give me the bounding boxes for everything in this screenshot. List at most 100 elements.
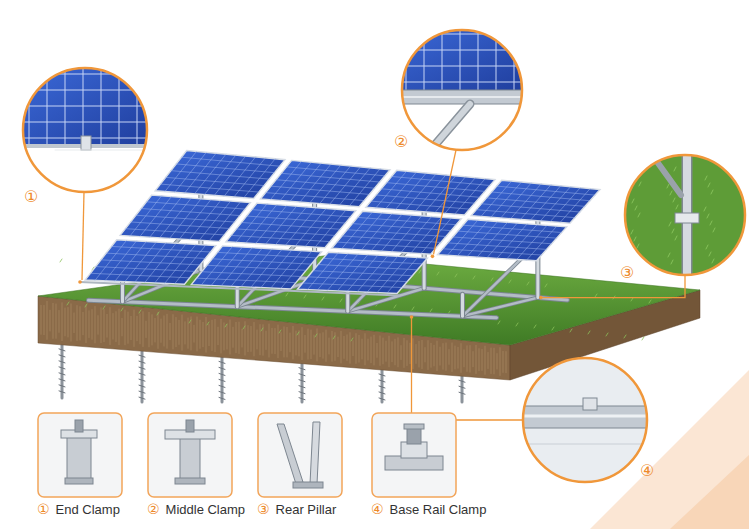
solar-panel: [120, 195, 250, 241]
soil-texture: [278, 325, 279, 358]
grass-texture: [638, 213, 640, 217]
grass-texture: [279, 330, 281, 333]
grass-texture: [394, 305, 396, 308]
soil-texture: [77, 306, 78, 341]
soil-texture: [104, 309, 105, 341]
soil-texture: [299, 331, 300, 356]
cell-line: [453, 237, 552, 244]
detail-view: [392, 20, 532, 160]
clamp-nut: [175, 478, 205, 484]
part-name: Middle Clamp: [166, 501, 245, 518]
grass-texture: [286, 293, 288, 296]
panel-surface: [366, 170, 495, 215]
solar-panel: [366, 170, 495, 215]
soil-texture: [446, 343, 447, 370]
soil-texture: [56, 304, 57, 338]
soil-texture: [257, 330, 258, 349]
cell-line: [463, 225, 562, 232]
grass-texture: [630, 161, 632, 165]
panel-rail: [80, 282, 399, 296]
soil-texture: [395, 339, 396, 365]
grass-texture: [527, 282, 529, 285]
soil-texture: [155, 318, 156, 342]
soil-texture: [251, 326, 252, 351]
part-name: Rear Pillar: [276, 501, 337, 518]
cell-line: [347, 230, 446, 237]
grass-texture: [667, 184, 669, 188]
pile-thread: [59, 349, 65, 351]
cell-line: [276, 180, 374, 189]
cell-line: [458, 231, 557, 238]
soil-texture: [122, 318, 123, 335]
cell-line: [101, 260, 200, 265]
grass-texture: [708, 183, 710, 187]
cell-line: [231, 235, 330, 241]
callout-number: ②: [394, 133, 408, 151]
pile-thread: [379, 392, 385, 394]
grass-texture: [103, 306, 105, 309]
grass-texture: [588, 331, 590, 334]
soil-texture: [401, 346, 402, 360]
base-rail: [89, 300, 497, 317]
grass-texture: [635, 206, 637, 210]
detail-view: [15, 60, 155, 192]
strut-closeup: [645, 145, 681, 195]
pile-thread: [59, 379, 65, 381]
clamp-closeup: [81, 136, 91, 150]
grass-texture: [516, 323, 518, 326]
pile-thread: [59, 367, 65, 369]
pile-thread: [219, 361, 225, 363]
card-border: [148, 413, 232, 497]
cell-line: [141, 209, 240, 216]
soil-texture: [500, 348, 501, 376]
grass-texture: [673, 198, 675, 202]
panel-surface: [120, 195, 250, 241]
soil-texture: [158, 312, 159, 348]
cell-line: [281, 173, 379, 182]
soil-texture: [503, 351, 504, 372]
soil-texture: [209, 324, 210, 345]
cell-line: [406, 20, 407, 90]
grass-texture: [671, 260, 673, 264]
grass-texture: [157, 312, 159, 315]
cell-line: [286, 167, 384, 176]
soil-texture: [269, 324, 270, 357]
cell-line: [392, 34, 532, 35]
soil-texture: [425, 348, 426, 362]
grass-texture: [412, 307, 414, 310]
soil-texture: [443, 344, 444, 370]
cell-line: [111, 246, 210, 252]
soil-texture: [53, 303, 54, 338]
screw-pile: [61, 343, 64, 398]
pile-thread: [299, 380, 305, 382]
soil-texture: [293, 326, 294, 359]
cell-line: [476, 210, 575, 218]
card-caption: ①End Clamp: [37, 501, 125, 518]
part-name: End Clamp: [56, 501, 120, 518]
pile-thread: [59, 385, 65, 387]
soil-texture: [242, 329, 243, 347]
grass-texture: [712, 259, 714, 263]
pile-thread: [219, 379, 225, 381]
grass-texture: [704, 207, 706, 211]
leader-line: [434, 150, 457, 254]
part-illustration: [371, 412, 457, 498]
soil-texture: [386, 341, 387, 361]
card-caption: ④Base Rail Clamp: [371, 501, 489, 518]
panel-surface: [438, 219, 567, 260]
cell-line: [381, 189, 479, 198]
pile-thread: [299, 386, 305, 388]
grass-texture: [437, 272, 439, 275]
cell-line: [137, 60, 138, 146]
cell-line: [271, 186, 370, 194]
card-caption: ② Middle Clamp: [147, 501, 248, 518]
soil-texture: [89, 311, 90, 338]
card-border: [258, 413, 342, 497]
cell-line: [242, 222, 341, 229]
callout-number: ②: [147, 501, 160, 518]
cell-line: [125, 229, 224, 235]
clamp-bolt: [186, 420, 194, 432]
soil-texture: [434, 345, 435, 366]
